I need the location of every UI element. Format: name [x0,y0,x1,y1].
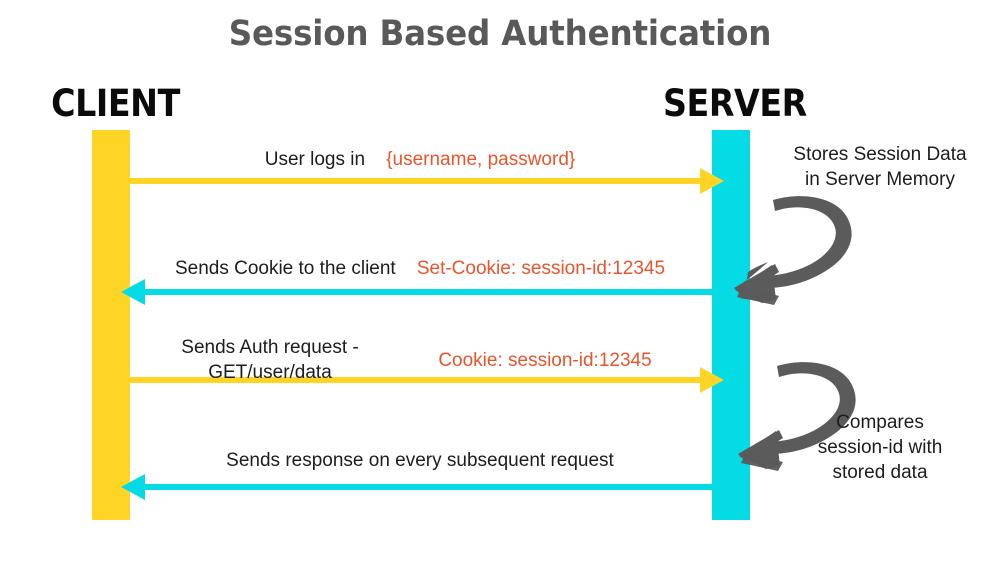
annotation-2-line1: Compares [836,412,924,433]
annotation-1-line2: in Server Memory [805,169,955,190]
message-payload-1: {username, password} [386,149,576,170]
annotation-2-line3: stored data [832,462,928,483]
annotation-2-line2: session-id with [817,437,943,458]
message-label-3-line1: Sends Auth request - [181,337,359,358]
page-title: Session Based Authentication [228,14,772,54]
curved-arrow-icon-1 [734,196,852,305]
message-payload-2: Set-Cookie: session-id:12345 [416,258,666,279]
message-arrow-2 [121,279,716,305]
message-label-3: Sends Auth request - GET/user/data Cooki… [130,335,710,385]
annotation-store-session: Stores Session Data in Server Memory [770,142,990,192]
actor-label-client: CLIENT [51,82,180,125]
message-label-1-text: User logs in [264,149,366,170]
actor-label-server: SERVER [662,82,807,125]
annotation-1-line1: Stores Session Data [793,144,967,165]
message-label-3-line2: GET/user/data [208,362,332,383]
annotation-compare-session: Compares session-id with stored data [780,410,980,485]
message-label-2-text: Sends Cookie to the client [174,258,396,279]
message-label-4: Sends response on every subsequent reque… [130,448,710,473]
message-label-2: Sends Cookie to the client Set-Cookie: s… [130,256,710,281]
message-label-4-text: Sends response on every subsequent reque… [226,450,614,471]
message-payload-3: Cookie: session-id:12345 [438,349,652,371]
message-label-1: User logs in {username, password} [130,147,710,172]
lifeline-bar-client [92,130,130,520]
lifeline-bar-server [712,130,750,520]
message-arrow-4 [121,474,716,500]
